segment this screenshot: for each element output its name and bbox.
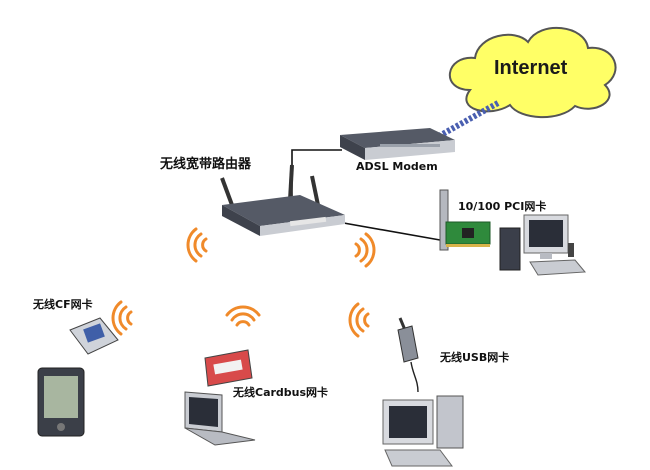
adsl-modem-label: ADSL Modem <box>356 160 438 173</box>
pci-network-card <box>439 189 491 251</box>
uplink-cable <box>430 100 500 143</box>
signal-usb <box>348 302 370 338</box>
usb-adapter <box>397 317 419 393</box>
desktop-computer-pci <box>499 214 587 276</box>
wireless-signals <box>111 227 376 338</box>
internet-label: Internet <box>494 57 568 79</box>
cf-card-device <box>69 317 119 355</box>
signal-cardbus <box>225 305 261 327</box>
cloud-shape <box>449 26 617 119</box>
adsl-modem <box>340 128 455 160</box>
signal-router-left <box>186 227 208 263</box>
pda-device <box>37 367 85 437</box>
cardbus-card <box>204 349 253 387</box>
pci-card-label: 10/100 PCI网卡 <box>458 200 547 213</box>
desktop-computer-usb <box>382 395 464 467</box>
cable-router-modem <box>291 149 342 197</box>
signal-cf <box>111 300 133 336</box>
signal-router-right <box>354 232 376 268</box>
wireless-router-label: 无线宽带路由器 <box>160 157 252 172</box>
laptop-computer <box>184 391 256 446</box>
cardbus-card-label: 无线Cardbus网卡 <box>233 386 329 399</box>
cable-router-pci <box>337 221 441 241</box>
usb-card-label: 无线USB网卡 <box>440 351 510 364</box>
internet-cloud <box>449 26 617 119</box>
cf-card-label: 无线CF网卡 <box>33 298 93 311</box>
wireless-router <box>220 164 345 236</box>
